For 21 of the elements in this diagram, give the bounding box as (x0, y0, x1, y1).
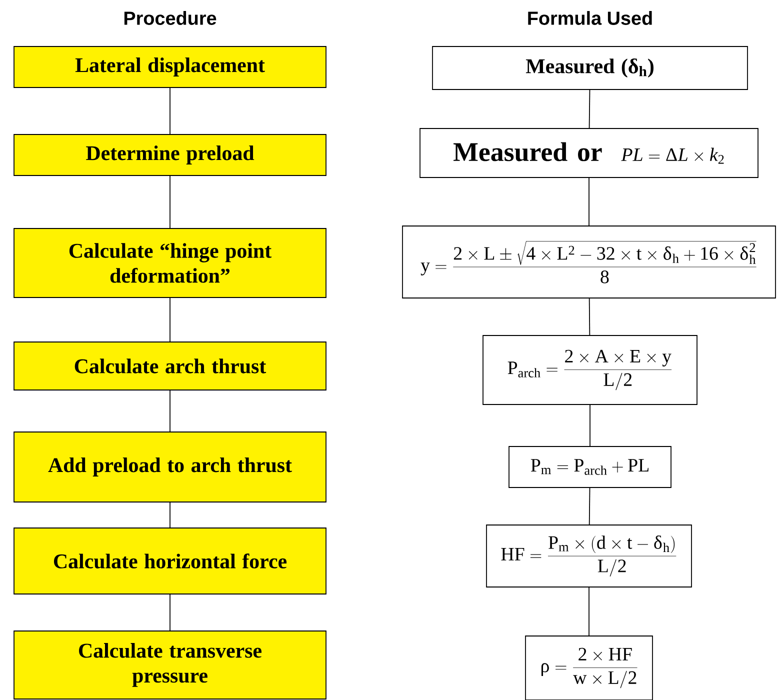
process-box: Calculate “hinge point deformation” (14, 228, 326, 298)
formula-box: $\mathrm{HF = \frac{P_{m} \times \left(d \times t - \delta_{h}\right)}{L / 2}}$ (486, 524, 692, 588)
formula-box: $\mathrm{\rho = \frac{2 \times HF}{w \times L / 2}}$ (525, 636, 653, 700)
column-heading: Formula Used (528, 11, 652, 25)
formula-box: $\mathrm{y = \frac{2 \times L \pm \sqrt{4 \times L^{2} - 32 \times t \times \delta_{h} + 16 \times \delta_{h}^{2}}}{8}}$ (402, 226, 776, 298)
connector-line (588, 587, 590, 636)
connector-line (588, 488, 590, 525)
process-box: Calculate arch thrust (14, 342, 326, 390)
process-box: Calculate transverse pressure (14, 630, 326, 700)
process-box: Add preload to arch thrust (14, 432, 326, 502)
formula-box: $\mathrm{P_{arch} = \frac{2 \times A \times E \times y}{L / 2}}$ (482, 335, 698, 405)
connector-line (588, 298, 590, 336)
process-box: Lateral displacement (14, 46, 326, 88)
formula-box: Measured (δ$_{h}$) (432, 46, 748, 90)
column-heading: Procedure (124, 11, 216, 25)
connector-line (588, 90, 590, 128)
connector-line (588, 178, 590, 226)
process-box: Calculate horizontal force (14, 528, 326, 594)
formula-box: Measured or $PL = \Delta L \times k_{2}$ (420, 128, 758, 178)
process-box: Determine preload (14, 134, 326, 176)
formula-box: $\mathrm{P_{m} = P_{arch} + PL}$ (508, 446, 672, 488)
